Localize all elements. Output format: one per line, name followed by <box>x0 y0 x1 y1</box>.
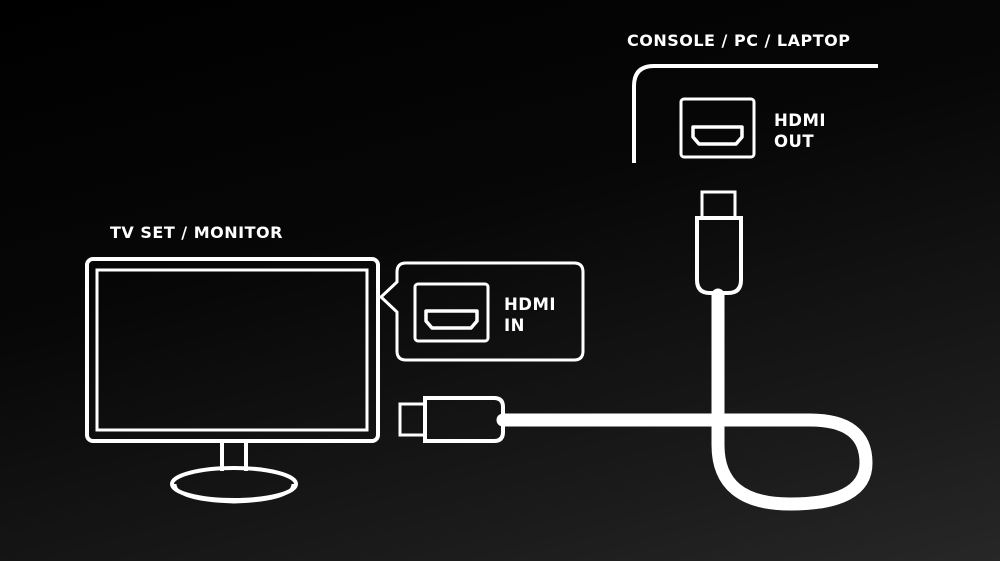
hdmi-out-label-line-1: HDMI <box>774 111 827 130</box>
hdmi-in-label: HDMI IN <box>504 294 556 336</box>
hdmi-in-callout <box>378 261 585 362</box>
hdmi-out-label: HDMI OUT <box>774 110 826 152</box>
hdmi-plug-icon-source-side <box>695 190 743 295</box>
hdmi-in-label-line-1: HDMI <box>504 295 557 314</box>
monitor-icon <box>85 257 380 504</box>
source-device-label: CONSOLE / PC / LAPTOP <box>627 31 851 50</box>
hdmi-cable <box>496 288 873 511</box>
hdmi-in-port-icon <box>413 282 490 343</box>
hdmi-out-port-icon <box>679 97 756 159</box>
hdmi-in-label-line-2: IN <box>504 316 525 335</box>
display-device-label: TV SET / MONITOR <box>110 223 283 242</box>
hdmi-plug-icon-tv-side <box>398 396 505 443</box>
source-device-outline <box>632 64 878 163</box>
hdmi-out-label-line-2: OUT <box>774 132 815 151</box>
